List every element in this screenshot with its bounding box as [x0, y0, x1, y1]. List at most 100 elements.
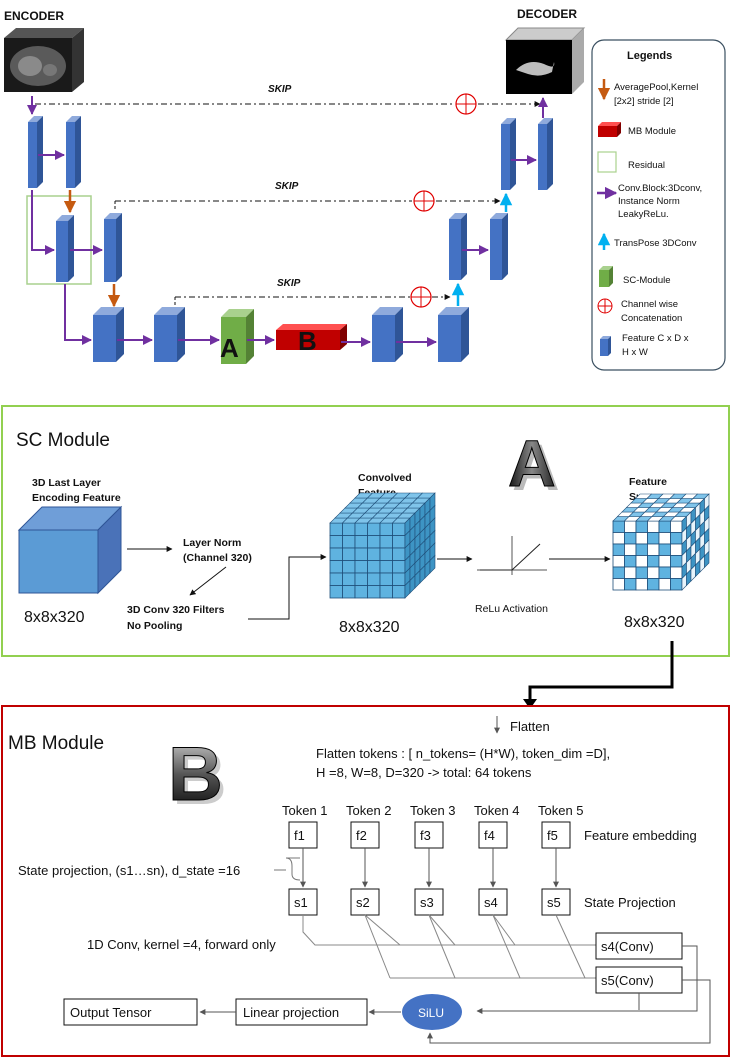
skip-connections: [35, 101, 541, 308]
grid-cell: [658, 578, 671, 591]
conv-arrows: [27, 96, 548, 347]
state-text-2: s2: [356, 895, 370, 910]
skip-label-3: SKIP: [277, 278, 301, 289]
legend-mb-label: MB Module: [628, 126, 676, 137]
grid-cell: [367, 560, 381, 574]
relu-graph-icon: [477, 536, 547, 575]
grid-cell: [354, 560, 368, 574]
s4-to-silu-arrow: [476, 945, 698, 1014]
grid-cell: [612, 543, 625, 556]
grid-cell: [612, 578, 625, 591]
grid-cell: [658, 566, 671, 579]
state-text-3: s3: [420, 895, 434, 910]
mb-flatten-tokens-line1: Flatten tokens : [ n_tokens= (H*W), toke…: [316, 746, 610, 761]
state-box-5: [541, 888, 571, 916]
grid-cell: [379, 522, 393, 536]
grid-cell: [354, 585, 368, 599]
grid-cell: [670, 555, 683, 568]
grid-cell: [367, 572, 381, 586]
grid-cell: [635, 566, 648, 579]
mb-flatten-tokens-line2: H =8, W=8, D=320 -> total: 64 tokens: [316, 765, 532, 780]
state-projection-brace: [274, 857, 301, 881]
legend-transpose-label: TransPose 3DConv: [614, 238, 697, 249]
feature-text-4: f4: [484, 828, 495, 843]
feature-text-2: f2: [356, 828, 367, 843]
grid-cell: [624, 578, 637, 591]
grid-cell: [367, 535, 381, 549]
grid-cell: [354, 572, 368, 586]
state-projection-right-label: State Projection: [584, 895, 676, 910]
sc-conv-line2: No Pooling: [127, 620, 182, 632]
grid-cell: [612, 566, 625, 579]
transpose-arrows: [451, 192, 513, 306]
block-letter-a: A: [220, 333, 239, 363]
s5-conv-box: [595, 966, 683, 994]
grid-cell: [354, 535, 368, 549]
legend-mb-icon: [598, 122, 621, 137]
feature-block: [104, 213, 122, 282]
decoder-output-volume: [504, 27, 586, 94]
token-label-5: Token 5: [538, 803, 584, 818]
grid-cell: [635, 555, 648, 568]
grid-cell: [342, 547, 356, 561]
legend-feature-line2: H x W: [622, 347, 648, 358]
grid-cell: [624, 520, 637, 533]
grid-cell: [342, 572, 356, 586]
grid-cell: [379, 560, 393, 574]
grid-cell: [624, 555, 637, 568]
legend-sc-icon: [599, 266, 613, 287]
state-box-3: [414, 888, 444, 916]
state-box-1: [288, 888, 318, 916]
linear-projection-text: Linear projection: [243, 1005, 339, 1020]
sc-convolved-grid-cube: [329, 492, 436, 599]
grid-cell: [635, 532, 648, 545]
feature-to-state-arrows: [300, 848, 559, 888]
sc-summary-size: 8x8x320: [624, 614, 685, 631]
grid-cell: [658, 543, 671, 556]
sc-arrow-to-convolved: [248, 554, 327, 620]
linear-projection-box: [235, 998, 368, 1026]
grid-cell: [612, 555, 625, 568]
sc-relu-label: ReLu Activation: [475, 603, 548, 615]
decoder-label: DECODER: [517, 7, 577, 21]
grid-cell: [612, 520, 625, 533]
state-projection-left-label: State projection, (s1…sn), d_state =16: [18, 863, 240, 878]
sc-convolved-size: 8x8x320: [339, 619, 400, 636]
grid-cell: [392, 535, 406, 549]
encoder-input-volume: [4, 28, 84, 92]
grid-cell: [670, 566, 683, 579]
feature-block: [449, 213, 467, 280]
feature-blocks: [28, 116, 553, 362]
grid-cell: [429, 554, 436, 574]
grid-cell: [624, 566, 637, 579]
encoder-label: ENCODER: [4, 9, 64, 23]
grid-cell: [647, 532, 660, 545]
grid-cell: [329, 560, 343, 574]
silu-node: [402, 994, 462, 1030]
grid-cell: [392, 547, 406, 561]
legend-feature-icon: [600, 336, 611, 356]
grid-cell: [367, 547, 381, 561]
legend-conv-line2: Instance Norm: [618, 196, 680, 207]
sc-input-size: 8x8x320: [24, 609, 85, 626]
legend-concat-line1: Channel wise: [621, 299, 678, 310]
grid-cell: [392, 585, 406, 599]
grid-cell: [379, 535, 393, 549]
grid-cell: [658, 555, 671, 568]
sc-module-block: [221, 309, 254, 364]
grid-cell: [670, 520, 683, 533]
skip-label-1: SKIP: [268, 84, 292, 95]
sc-layernorm-line1: Layer Norm: [183, 537, 241, 549]
s4-conv-text: s4(Conv): [601, 939, 654, 954]
feature-block: [154, 307, 185, 362]
legend-feature-line1: Feature C x D x: [622, 333, 689, 344]
feature-text-1: f1: [294, 828, 305, 843]
grid-cell: [670, 578, 683, 591]
grid-cell: [658, 520, 671, 533]
token-label-3: Token 3: [410, 803, 456, 818]
sc-layernorm-line2: (Channel 320): [183, 552, 252, 564]
legend-conv-line3: LeakyReLu.: [618, 209, 669, 220]
grid-cell: [647, 555, 660, 568]
conv1d-label: 1D Conv, kernel =4, forward only: [87, 937, 276, 952]
grid-cell: [612, 532, 625, 545]
